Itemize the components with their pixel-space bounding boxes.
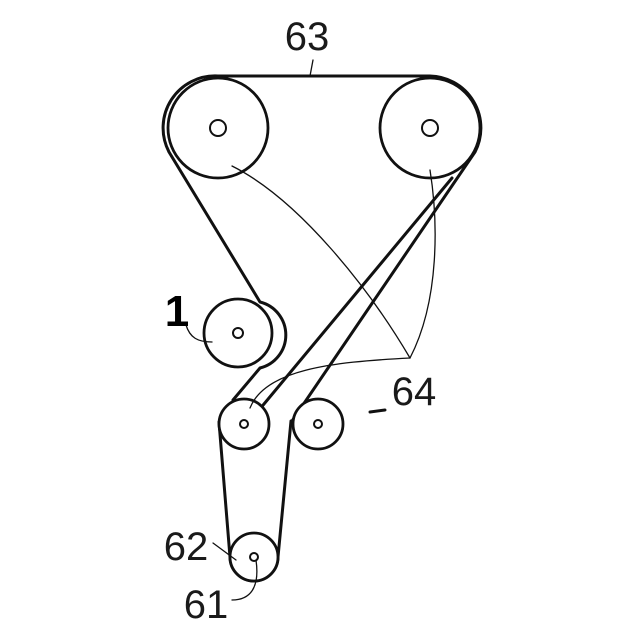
label-64: 64: [392, 370, 437, 414]
leader-63: [310, 60, 313, 76]
label-63: 63: [285, 15, 330, 59]
top-right-pulley-hub: [422, 120, 438, 136]
guide-pulley-right-hub: [314, 420, 322, 428]
roller-pulley-hub: [233, 328, 243, 338]
label-61: 61: [184, 583, 229, 627]
label-1: 1: [165, 287, 189, 336]
top-left-pulley-hub: [210, 120, 226, 136]
drive-pulley-hub: [250, 553, 258, 561]
label-62: 62: [164, 525, 209, 569]
leader-64-b: [410, 170, 435, 358]
guide-pulley-left-hub: [240, 420, 248, 428]
